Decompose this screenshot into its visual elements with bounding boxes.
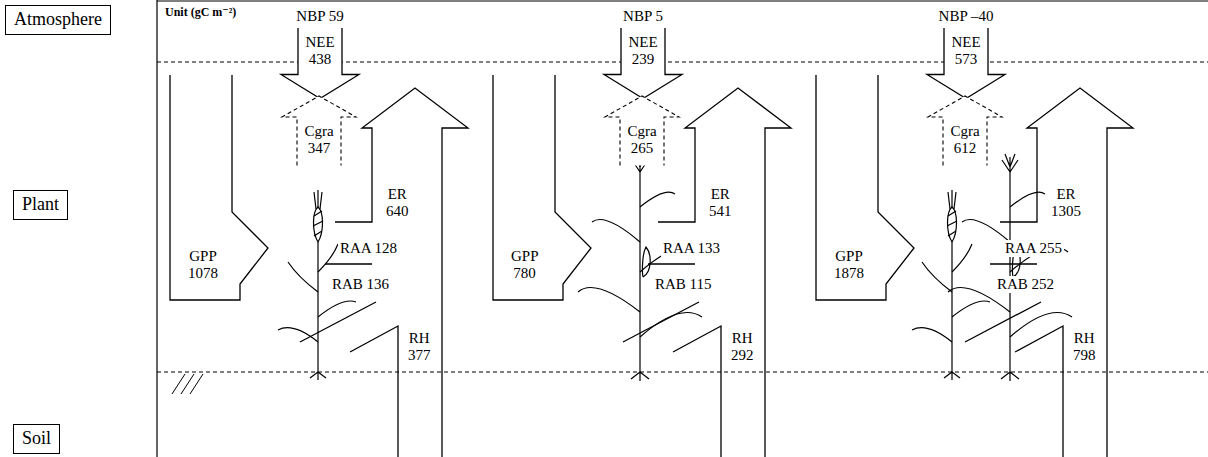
er-value: ER 1305 bbox=[1049, 186, 1083, 221]
er-value: ER 541 bbox=[707, 186, 734, 221]
arrow-outline bbox=[604, 28, 682, 99]
nee-arrow: NEE 438 bbox=[280, 28, 360, 100]
rh-value: RH 292 bbox=[729, 330, 756, 365]
flux-value: Cgra 347 bbox=[304, 123, 333, 156]
rh-value: RH 377 bbox=[406, 330, 433, 365]
soil-hatch bbox=[172, 374, 203, 394]
flux-text: Cgra 347 bbox=[304, 123, 333, 158]
rab-value: RAB 136 bbox=[330, 276, 391, 293]
flux-value: NEE 438 bbox=[305, 34, 334, 67]
gpp-value: GPP 1878 bbox=[832, 248, 866, 283]
gpp-arrow bbox=[170, 75, 268, 300]
nbp-value: NBP 5 bbox=[621, 8, 665, 25]
flux-value: Cgra 265 bbox=[627, 123, 656, 156]
cgra-arrow: Cgra 612 bbox=[927, 95, 1003, 167]
wheat-plant bbox=[912, 190, 990, 380]
arrow-outline bbox=[281, 28, 359, 99]
gpp-value: GPP 780 bbox=[509, 248, 540, 283]
flux-text: Cgra 265 bbox=[627, 123, 656, 158]
nee-arrow: NEE 573 bbox=[926, 28, 1006, 100]
raa-value: RAA 133 bbox=[661, 240, 722, 257]
layer-box: Soil bbox=[13, 424, 60, 454]
boundary-line bbox=[157, 62, 1208, 372]
rab-value: RAB 252 bbox=[995, 276, 1056, 293]
maize-plant bbox=[578, 154, 702, 381]
layer-name: Soil bbox=[22, 428, 51, 448]
nbp-value: NBP –40 bbox=[937, 8, 996, 25]
nee-arrow: NEE 239 bbox=[603, 28, 683, 100]
respiration-lines bbox=[623, 264, 721, 457]
rab-value: RAB 115 bbox=[653, 276, 714, 293]
arrow-outline bbox=[282, 96, 356, 166]
arrow-outline bbox=[605, 96, 679, 166]
cgra-arrow: Cgra 347 bbox=[281, 95, 357, 167]
flux-value: Cgra 612 bbox=[950, 123, 979, 156]
cgra-arrow: Cgra 265 bbox=[604, 95, 680, 167]
flux-text: NEE 438 bbox=[305, 34, 334, 69]
flux-value: NEE 239 bbox=[628, 34, 657, 67]
er-arrow bbox=[658, 88, 791, 457]
layer-box: Plant bbox=[13, 190, 68, 220]
nbp-value: NBP 59 bbox=[294, 8, 345, 25]
layer-name: Plant bbox=[22, 194, 59, 214]
er-arrow bbox=[335, 88, 468, 457]
er-arrow bbox=[1000, 88, 1133, 457]
layer-name: Atmosphere bbox=[14, 9, 102, 29]
gpp-arrow bbox=[816, 75, 914, 300]
flux-text: Cgra 612 bbox=[950, 123, 979, 158]
gpp-arrow bbox=[493, 75, 591, 300]
gpp-value: GPP 1078 bbox=[186, 248, 220, 283]
layer-box: Atmosphere bbox=[5, 5, 111, 35]
flux-text: NEE 239 bbox=[628, 34, 657, 69]
raa-value: RAA 255 bbox=[1003, 240, 1064, 257]
respiration-lines bbox=[300, 264, 398, 457]
flux-text: NEE 573 bbox=[951, 34, 980, 69]
er-value: ER 640 bbox=[384, 186, 411, 221]
frame-line bbox=[157, 0, 1208, 457]
flux-value: NEE 573 bbox=[951, 34, 980, 67]
arrow-outline bbox=[927, 28, 1005, 99]
arrow-outline bbox=[928, 96, 1002, 166]
raa-value: RAA 128 bbox=[338, 240, 399, 257]
rh-value: RH 798 bbox=[1071, 330, 1098, 365]
unit-label: Unit (gC m⁻²) bbox=[163, 6, 238, 20]
